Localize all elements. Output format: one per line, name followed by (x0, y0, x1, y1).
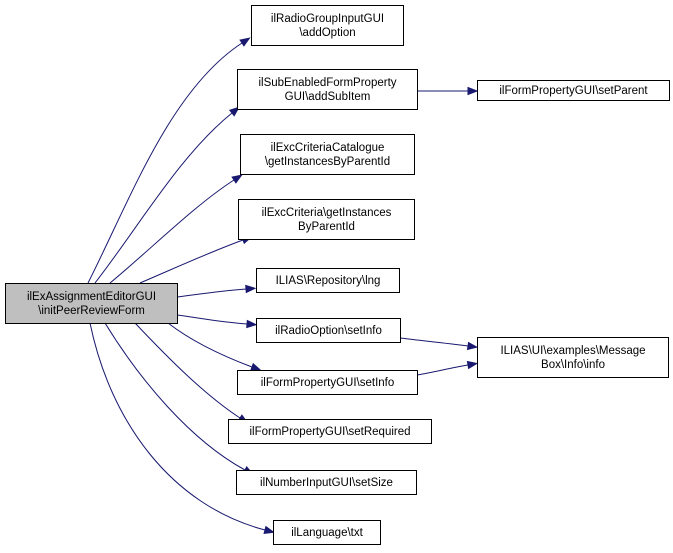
node-box[interactable] (251, 5, 404, 46)
node-n11[interactable]: ilNumberInputGUI\setSize (236, 470, 417, 495)
edges-layer (87, 37, 479, 534)
node-label: ilNumberInputGUI\setSize (260, 477, 393, 489)
node-box[interactable] (273, 520, 381, 545)
node-n9[interactable]: ilFormPropertyGUI\setInfo (237, 370, 418, 395)
edge-line (399, 337, 469, 347)
arrow-head-icon (239, 37, 251, 47)
node-label: \addOption (299, 27, 355, 39)
node-n7[interactable]: ilRadioOption\setInfo (256, 318, 401, 343)
edge-line (167, 322, 253, 368)
edge-n2-to-n3 (417, 86, 479, 96)
edge-root-to-n2 (94, 106, 241, 284)
edge-root-to-n1 (87, 37, 251, 284)
arrow-head-icon (231, 174, 243, 184)
arrow-head-icon (228, 106, 241, 117)
node-box[interactable] (228, 419, 432, 444)
edge-root-to-n12 (89, 322, 276, 534)
node-box[interactable] (237, 370, 418, 395)
node-label: ilFormPropertyGUI\setParent (499, 85, 648, 97)
node-box[interactable] (5, 283, 178, 324)
arrow-head-icon (246, 319, 258, 329)
arrow-head-icon (250, 362, 262, 371)
node-label: ilSubEnabledFormProperty (258, 77, 396, 89)
node-box[interactable] (237, 69, 418, 110)
node-box[interactable] (240, 134, 415, 175)
edge-root-to-n7 (176, 314, 258, 329)
edge-root-to-n11 (104, 322, 255, 475)
node-box[interactable] (256, 318, 401, 343)
arrow-head-icon (467, 86, 479, 96)
node-label: ilExcCriteria\getInstances (262, 207, 392, 219)
edge-line (176, 288, 247, 298)
node-box[interactable] (477, 80, 670, 101)
node-label: \getInstancesByParentId (265, 156, 390, 168)
node-label: ByParentId (298, 221, 355, 233)
node-n6[interactable]: ILIAS\Repository\lng (256, 268, 400, 293)
node-box[interactable] (238, 199, 415, 240)
node-box[interactable] (477, 337, 669, 378)
arrow-head-icon (263, 525, 276, 534)
node-label: ilRadioOption\setInfo (275, 325, 382, 337)
node-root[interactable]: ilExAssignmentEditorGUI \initPeerReviewFo… (5, 283, 178, 324)
node-n5[interactable]: ilExcCriteria\getInstancesByParentId (238, 199, 415, 240)
edge-n9-to-n8 (416, 360, 479, 376)
edge-line (87, 42, 243, 284)
nodes-layer: ilExAssignmentEditorGUI \initPeerReviewFo… (5, 5, 670, 545)
node-label: ilExAssignmentEditorGUI (27, 291, 156, 303)
edge-line (176, 314, 248, 325)
node-label: ILIAS\UI\examples\Message (500, 345, 645, 357)
edge-line (104, 322, 246, 471)
edge-root-to-n9 (167, 322, 262, 371)
edge-root-to-n5 (139, 236, 253, 284)
node-n10[interactable]: ilFormPropertyGUI\setRequired (228, 419, 432, 444)
node-box[interactable] (256, 268, 400, 293)
edge-root-to-n4 (109, 174, 243, 284)
arrow-head-icon (466, 341, 479, 351)
edge-line (89, 322, 266, 531)
node-label: ilLanguage\txt (291, 527, 363, 539)
edge-line (139, 239, 244, 284)
edge-line (134, 322, 241, 419)
node-label: ILIAS\Repository\lng (276, 275, 381, 287)
node-label: ilFormPropertyGUI\setRequired (249, 426, 410, 438)
node-n4[interactable]: ilExcCriteriaCatalogue \getInstancesByPar… (240, 134, 415, 175)
edge-root-to-n10 (134, 322, 249, 424)
edge-line (94, 112, 233, 284)
edge-root-to-n6 (176, 284, 257, 298)
node-label: GUI\addSubItem (285, 91, 371, 103)
node-n3[interactable]: ilFormPropertyGUI\setParent (477, 80, 670, 101)
arrow-head-icon (466, 360, 479, 370)
node-label: \initPeerReviewForm (38, 305, 145, 317)
edge-n7-to-n8 (399, 337, 479, 351)
node-n1[interactable]: ilRadioGroupInputGUI \addOption (251, 5, 404, 46)
edge-line (416, 364, 469, 376)
node-label: ilRadioGroupInputGUI (271, 13, 384, 25)
node-n12[interactable]: ilLanguage\txt (273, 520, 381, 545)
arrow-head-icon (245, 284, 257, 294)
node-label: ilFormPropertyGUI\setInfo (261, 377, 395, 389)
node-box[interactable] (236, 470, 417, 495)
node-label: ilExcCriteriaCatalogue (271, 142, 385, 154)
node-label: Box\Info\info (541, 359, 605, 371)
edge-line (109, 179, 235, 284)
